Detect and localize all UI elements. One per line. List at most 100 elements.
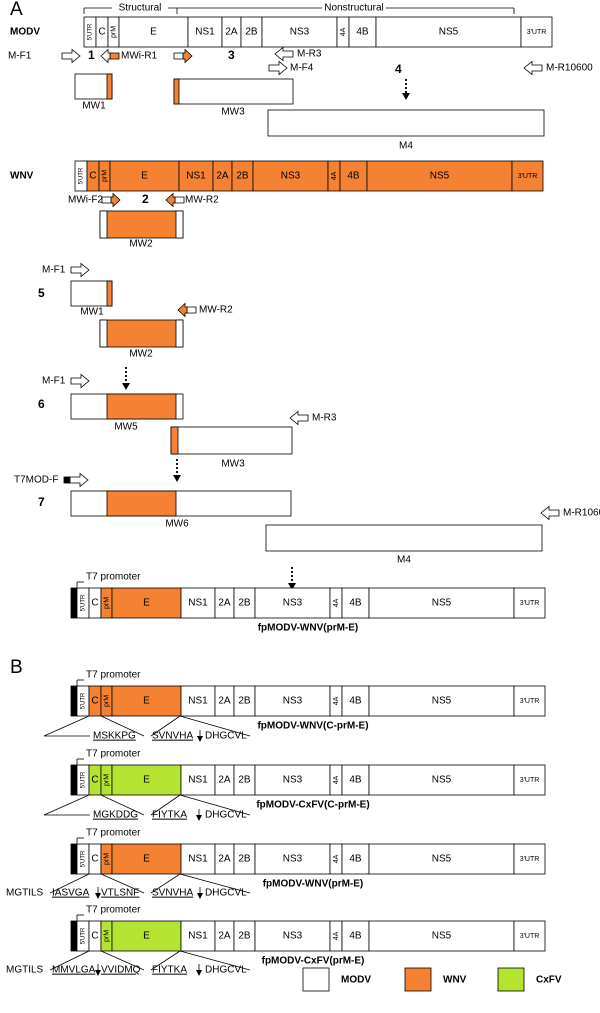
fragment-m4-label: M4 xyxy=(399,141,413,152)
primer-mf1-step6-label: M-F1 xyxy=(42,376,66,387)
primer-mwif2-head xyxy=(110,192,121,208)
arrow-step4-dot xyxy=(404,86,408,90)
construct-b2-genome-seg-utr3 xyxy=(513,764,546,796)
genome-modv-seg-ns1 xyxy=(187,16,223,48)
arrow-step4-dot xyxy=(404,90,408,94)
construct-b3-genome-label-utr5: 5'UTR xyxy=(81,850,87,867)
construct-b3-genome-label-ns2a: 2A xyxy=(218,854,231,865)
b4-seq-left-u2: VVIDMQ xyxy=(101,965,141,976)
fragment-mw1-step5-modv xyxy=(70,280,113,307)
genome-a-final-label-ns2b: 2B xyxy=(238,598,251,609)
b4-seq-right-u: FIYTKA xyxy=(152,965,187,976)
primer-t7modf xyxy=(69,472,89,488)
construct-b3-label: fpMODV-WNV(prM-E) xyxy=(263,879,364,890)
b1-seq-right: DHGCVL xyxy=(205,731,247,742)
b3-zoom-left-a xyxy=(49,873,90,894)
arrow-step7-dot xyxy=(175,462,179,466)
construct-b2-genome-label-prm: prM xyxy=(103,774,110,786)
construct-b4-genome-label-ns2a: 2A xyxy=(218,931,231,942)
b2-zoom-left-a xyxy=(43,794,90,816)
construct-b1-genome-label-e: E xyxy=(143,696,150,707)
construct-b3-genome-seg-ns3 xyxy=(254,843,331,875)
genome-a-final-label-e: E xyxy=(143,598,150,609)
construct-b2-genome-label-ns2a: 2A xyxy=(218,775,231,786)
genome-modv-label-ns2a: 2A xyxy=(225,27,238,38)
construct-b1-genome-label-ns3: NS3 xyxy=(283,696,303,707)
genome-modv-label-ns5: NS5 xyxy=(439,27,459,38)
b2-seq-right: DHGCVL xyxy=(205,810,247,821)
fragment-mw2-step5-left xyxy=(99,319,108,348)
a-final-construct-label: fpMODV-WNV(prM-E) xyxy=(258,623,359,634)
b1-seq-right-u: SVNVHA xyxy=(152,731,193,742)
construct-b4-genome-label-ns3: NS3 xyxy=(283,931,303,942)
construct-b3-genome-label-ns3: NS3 xyxy=(283,854,303,865)
fragment-mw3-step6-wnv xyxy=(170,426,179,455)
primer-t7modf-label: T7MOD-F xyxy=(14,475,58,486)
genome-wnv-seg-ns1 xyxy=(178,160,214,192)
b3-zoom-left-b xyxy=(100,873,145,894)
genome-modv-label-utr3: 3'UTR xyxy=(527,29,547,36)
construct-b1-genome-label-ns4b: 4B xyxy=(349,696,362,707)
construct-b2-genome xyxy=(76,764,546,796)
genome-a-final-seg-utr3 xyxy=(513,587,546,619)
b4-zoom-right-a xyxy=(150,950,181,971)
fragment-mw2-right xyxy=(175,210,184,239)
b4-zoom-right-b xyxy=(179,950,251,971)
construct-b3-genome-label-ns4a: 4A xyxy=(333,854,340,863)
b4-cleavage-arrow xyxy=(196,970,202,976)
step-7: 7 xyxy=(38,495,45,509)
construct-b1-genome-label-utr5: 5'UTR xyxy=(81,692,87,709)
panel-label-b: B xyxy=(10,657,23,678)
genome-wnv-seg-ns5 xyxy=(366,160,513,192)
arrow-step6 xyxy=(122,366,130,390)
legend-wnv-label: WNV xyxy=(443,975,467,986)
construct-b1-genome-seg-ns3 xyxy=(254,685,331,717)
fragment-mw1-wnv xyxy=(106,73,113,100)
b2-zoom-right-b xyxy=(179,794,251,816)
construct-b4-genome-label-ns2b: 2B xyxy=(238,931,251,942)
construct-b2-genome-label-ns1: NS1 xyxy=(188,775,208,786)
construct-b3-genome-seg-ns5 xyxy=(368,843,515,875)
construct-b2-t7-label: T7 promoter xyxy=(86,749,141,760)
b3-signal-arrow xyxy=(95,893,101,899)
genome-wnv-label-ns4a: 4A xyxy=(331,171,338,180)
legend-modv-swatch xyxy=(302,967,330,992)
arrow-final-a-dot xyxy=(290,570,294,574)
fragment-mw3-step6-label: MW3 xyxy=(221,459,245,470)
arrow-step7-dot xyxy=(175,466,179,470)
genome-modv-label-c: C xyxy=(98,27,105,38)
genome-wnv-label-ns2b: 2B xyxy=(236,171,249,182)
genome-modv-label-utr5: 5'UTR xyxy=(88,23,94,40)
construct-b4-genome-seg-utr3 xyxy=(513,920,546,952)
primer-mf1-label: M-F1 xyxy=(8,51,32,62)
genome-modv-label-ns4b: 4B xyxy=(356,27,369,38)
genome-a-final-seg-ns4b xyxy=(341,587,370,619)
genome-wnv-label-ns3: NS3 xyxy=(281,171,301,182)
construct-b4-genome-seg-ns5 xyxy=(368,920,515,952)
genome-wnv-label-ns2a: 2A xyxy=(216,171,229,182)
primer-mwf3-head xyxy=(182,48,193,64)
genome-modv-label-ns3: NS3 xyxy=(290,27,310,38)
arrow-final-a-dot xyxy=(290,574,294,578)
primer-mwr2-step5-label: MW-R2 xyxy=(199,305,233,316)
genome-a-final-label-ns4b: 4B xyxy=(349,598,362,609)
genome-modv-label-ns4a: 4A xyxy=(340,27,347,36)
construct-b3-genome xyxy=(76,843,546,875)
primer-mr10600-step7 xyxy=(540,505,560,521)
arrow-step4-dot xyxy=(404,82,408,86)
construct-b1-t7-block xyxy=(70,685,78,717)
b2-zoom-right-a xyxy=(150,794,181,816)
genome-modv-label-e: E xyxy=(150,27,157,38)
genome-a-final-label-prm: prM xyxy=(103,597,110,609)
construct-b1-genome-seg-utr3 xyxy=(513,685,546,717)
primer-mwr2-step5-tail xyxy=(186,306,197,314)
panel-label-a: A xyxy=(10,0,23,20)
primer-mwir1-tail xyxy=(109,52,120,60)
legend-modv-label: MODV xyxy=(341,975,371,986)
construct-b1-genome-label-ns2a: 2A xyxy=(218,696,231,707)
primer-mr10600 xyxy=(523,60,543,76)
b3-seq-right-u: SVNVHA xyxy=(152,888,193,899)
construct-b2-genome-label-e: E xyxy=(143,775,150,786)
primer-mwir1 xyxy=(100,48,120,64)
legend-wnv-swatch xyxy=(404,967,432,992)
